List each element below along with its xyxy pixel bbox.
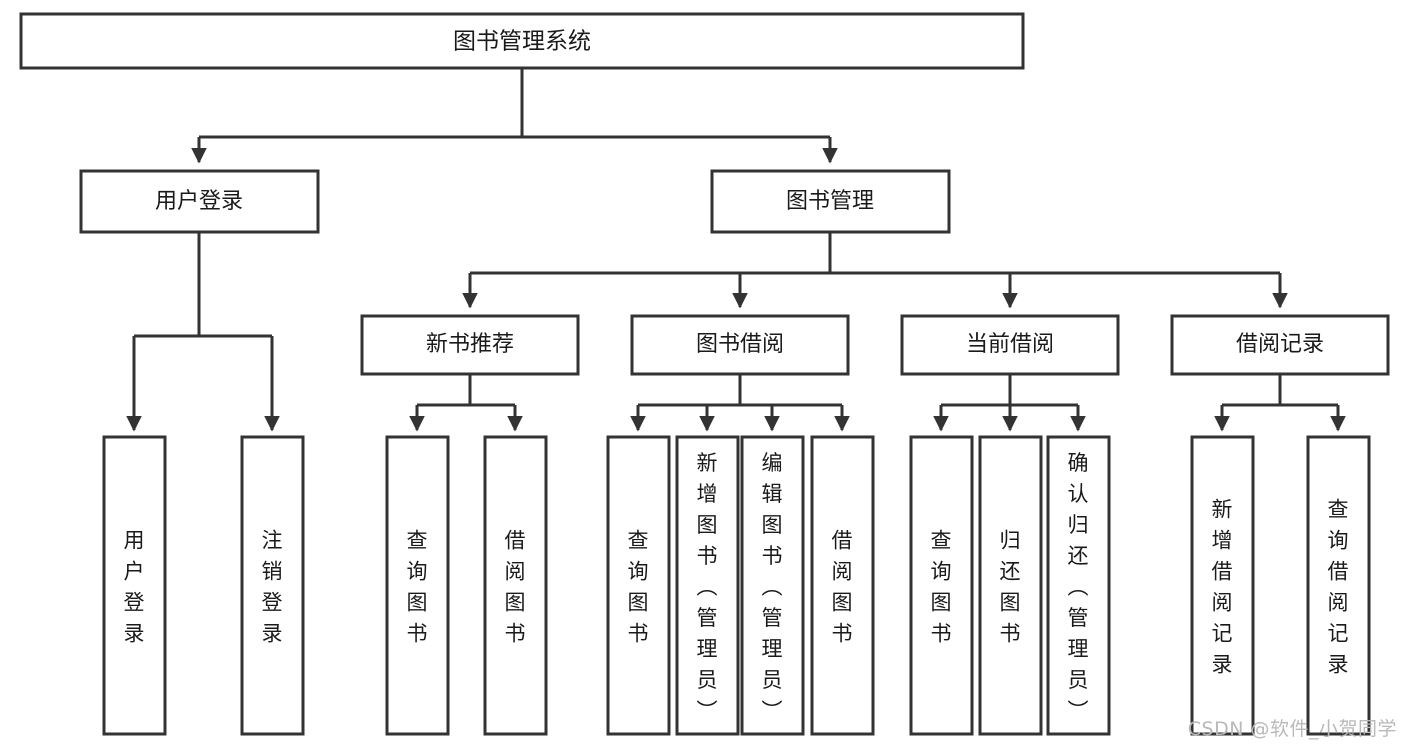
node-leaf-borrow-book-2-label: 借阅图书 [832, 529, 853, 646]
node-leaf-edit-book-label: 编辑图书︵管理员︶ [762, 451, 783, 723]
node-book-borrow-box[interactable] [630, 314, 850, 376]
node-leaf-confirm-return[interactable]: 确认归还︵管理员︶ [1046, 435, 1111, 736]
node-book-borrow[interactable]: 图书借阅 [630, 314, 850, 376]
node-leaf-return-book-box[interactable] [978, 435, 1043, 736]
node-leaf-query-record-box[interactable] [1306, 435, 1371, 736]
node-leaf-confirm-return-box[interactable] [1046, 435, 1111, 736]
node-leaf-query-record-label: 查询借阅记录 [1328, 498, 1349, 677]
node-current-borrow[interactable]: 当前借阅 [900, 314, 1120, 376]
node-borrow-record-box[interactable] [1170, 314, 1390, 376]
node-leaf-query-book-3[interactable]: 查询图书 [909, 435, 974, 736]
node-user-login-box[interactable] [79, 169, 320, 234]
edge-group-current-borrow [933, 374, 1086, 432]
node-book-borrow-label: 图书借阅 [696, 332, 784, 357]
node-leaf-edit-book-box[interactable] [740, 435, 805, 736]
node-leaf-confirm-return-label: 确认归还︵管理员︶ [1068, 451, 1089, 723]
node-leaf-borrow-book-2[interactable]: 借阅图书 [810, 435, 875, 736]
node-leaf-query-book-3-label: 查询图书 [931, 529, 952, 646]
node-leaf-query-book-1-label: 查询图书 [407, 529, 428, 646]
node-book-manage[interactable]: 图书管理 [710, 169, 951, 234]
node-leaf-borrow-book-2-box[interactable] [810, 435, 875, 736]
node-leaf-query-book-2-box[interactable] [606, 435, 671, 736]
node-borrow-record-label: 借阅记录 [1236, 332, 1324, 357]
node-new-book-recommend[interactable]: 新书推荐 [360, 314, 580, 376]
edge-group-book-borrow [630, 374, 850, 432]
node-system-label: 图书管理系统 [453, 29, 591, 55]
node-leaf-user-logout-label: 注销登录 [262, 529, 283, 646]
node-system[interactable]: 图书管理系统 [19, 12, 1025, 70]
node-leaf-user-login-box[interactable] [102, 435, 167, 736]
node-current-borrow-label: 当前借阅 [966, 332, 1054, 357]
node-system-box[interactable] [19, 12, 1025, 70]
node-leaf-return-book[interactable]: 归还图书 [978, 435, 1043, 736]
edge-group-root [191, 68, 838, 164]
node-leaf-user-logout[interactable]: 注销登录 [240, 435, 305, 736]
node-leaf-user-login-label: 用户登录 [124, 529, 145, 646]
node-leaf-user-logout-box[interactable] [240, 435, 305, 736]
node-current-borrow-box[interactable] [900, 314, 1120, 376]
node-leaf-borrow-book-1-label: 借阅图书 [505, 529, 526, 646]
node-leaf-edit-book[interactable]: 编辑图书︵管理员︶ [740, 435, 805, 736]
node-leaf-add-book-box[interactable] [675, 435, 740, 736]
node-leaf-add-record-label: 新增借阅记录 [1212, 498, 1233, 677]
node-leaf-query-book-2[interactable]: 查询图书 [606, 435, 671, 736]
node-leaf-add-book-label: 新增图书︵管理员︶ [697, 451, 718, 723]
node-leaf-query-book-1[interactable]: 查询图书 [385, 435, 450, 736]
edge-group-new-book [409, 374, 523, 432]
csdn-watermark: CSDN @软件_小贺同学 [1187, 718, 1397, 740]
node-leaf-query-book-1-box[interactable] [385, 435, 450, 736]
node-leaf-add-record[interactable]: 新增借阅记录 [1190, 435, 1255, 736]
node-new-book-recommend-label: 新书推荐 [426, 332, 514, 357]
node-leaf-borrow-book-1-box[interactable] [483, 435, 548, 736]
edge-group-borrow-record [1214, 374, 1346, 432]
node-leaf-add-book[interactable]: 新增图书︵管理员︶ [675, 435, 740, 736]
node-user-login[interactable]: 用户登录 [79, 169, 320, 234]
node-leaf-user-login[interactable]: 用户登录 [102, 435, 167, 736]
node-leaf-borrow-book-1[interactable]: 借阅图书 [483, 435, 548, 736]
node-new-book-recommend-box[interactable] [360, 314, 580, 376]
node-leaf-add-record-box[interactable] [1190, 435, 1255, 736]
edge-group-user-login [126, 232, 280, 432]
node-book-manage-box[interactable] [710, 169, 951, 234]
node-leaf-return-book-label: 归还图书 [1000, 529, 1021, 646]
node-borrow-record[interactable]: 借阅记录 [1170, 314, 1390, 376]
node-leaf-query-record[interactable]: 查询借阅记录 [1306, 435, 1371, 736]
node-leaf-query-book-3-box[interactable] [909, 435, 974, 736]
node-user-login-label: 用户登录 [155, 189, 243, 214]
edge-group-book-manage [462, 232, 1288, 309]
node-book-manage-label: 图书管理 [786, 189, 874, 214]
node-leaf-query-book-2-label: 查询图书 [628, 529, 649, 646]
